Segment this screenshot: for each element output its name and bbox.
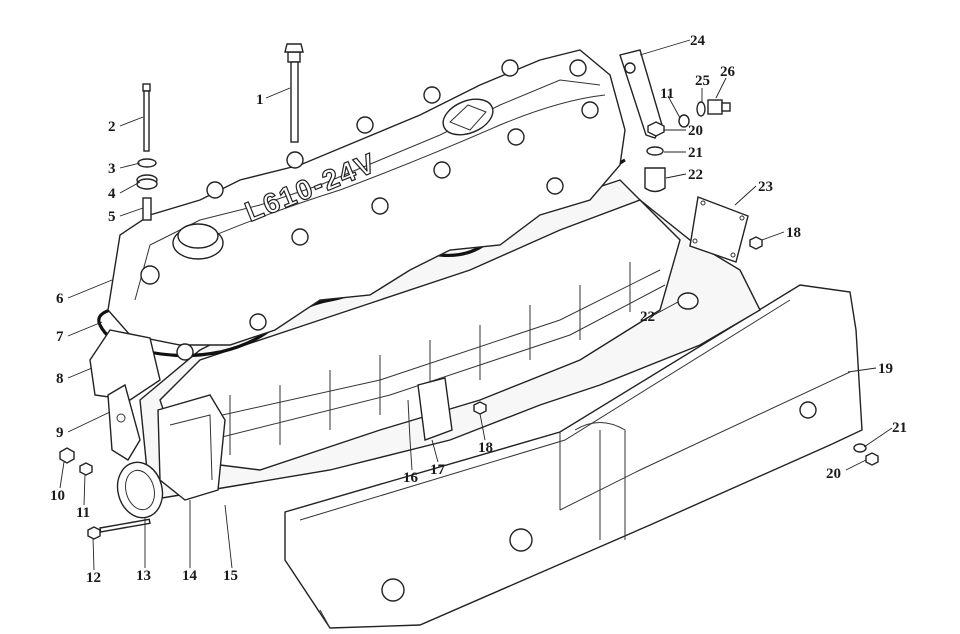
callout-18: 18 <box>478 440 493 456</box>
part-9-bracket <box>107 383 141 461</box>
part-17-bracket <box>417 377 453 441</box>
part-11-bolt-upper <box>678 114 690 128</box>
callout-13: 13 <box>136 568 151 584</box>
callout-7: 7 <box>56 329 64 345</box>
callout-11: 11 <box>76 505 90 521</box>
callout-6: 6 <box>56 291 64 307</box>
part-21-washer-upper <box>646 146 664 156</box>
part-1-bolt <box>284 43 304 143</box>
part-8-rear-housing <box>89 329 161 401</box>
part-23-cover-plate <box>689 196 749 263</box>
callout-9: 9 <box>56 425 64 441</box>
callout-15: 15 <box>223 568 238 584</box>
cover-bolt-bosses <box>140 59 599 361</box>
part-26-plug <box>707 99 731 115</box>
callout-labels: 1 2 3 4 5 6 7 8 9 10 11 12 13 14 15 16 1… <box>50 33 907 586</box>
callout-22: 22 <box>688 167 703 183</box>
part-22-sensor-upper <box>644 167 666 193</box>
part-5-spacer <box>142 197 152 221</box>
part-13-water-outlet <box>116 461 164 519</box>
part-22-sensor-lower <box>677 292 699 310</box>
callout-25: 25 <box>695 73 710 89</box>
callout-8: 8 <box>56 371 64 387</box>
cylinder-head <box>159 199 681 471</box>
callout-16: 16 <box>403 470 419 486</box>
part-20-nut-upper <box>647 121 665 137</box>
callout-2: 2 <box>108 119 116 135</box>
part-2-stud <box>142 83 151 152</box>
part-18-bolt-right <box>749 236 763 250</box>
callout-4: 4 <box>108 186 116 202</box>
callout-12: 12 <box>86 570 101 586</box>
callout-3: 3 <box>108 161 116 177</box>
callout-24: 24 <box>690 33 706 49</box>
callout-21: 21 <box>688 145 703 161</box>
callout-22-lower: 22 <box>640 309 655 325</box>
callout-20: 20 <box>688 123 703 139</box>
part-18-bolt-center <box>473 401 487 415</box>
callout-1: 1 <box>256 92 264 108</box>
callout-18-right: 18 <box>786 225 801 241</box>
part-3-washer <box>137 158 157 168</box>
part-20-nut-right <box>865 452 879 466</box>
callout-20-right: 20 <box>826 466 841 482</box>
part-11-bolt-left <box>79 462 93 476</box>
part-16-pipe <box>407 399 411 441</box>
brand-logo-emblem <box>442 98 494 136</box>
part-14-thermostat-housing <box>157 394 226 501</box>
callout-23: 23 <box>758 179 773 195</box>
part-12-bolt <box>87 518 151 540</box>
part-4-grommet <box>136 174 158 190</box>
callout-19: 19 <box>878 361 893 377</box>
callout-5: 5 <box>108 209 116 225</box>
oil-filler-cap <box>172 223 224 260</box>
leader-lines <box>59 39 893 571</box>
part-25-washer <box>696 101 706 117</box>
callout-17: 17 <box>430 462 446 478</box>
part-21-washer-right <box>853 443 867 453</box>
callout-14: 14 <box>182 568 198 584</box>
callout-21-right: 21 <box>892 420 907 436</box>
callout-11-upper: 11 <box>660 86 674 102</box>
callout-26: 26 <box>720 64 736 80</box>
callout-10: 10 <box>50 488 65 504</box>
part-10-bolt <box>59 447 75 464</box>
